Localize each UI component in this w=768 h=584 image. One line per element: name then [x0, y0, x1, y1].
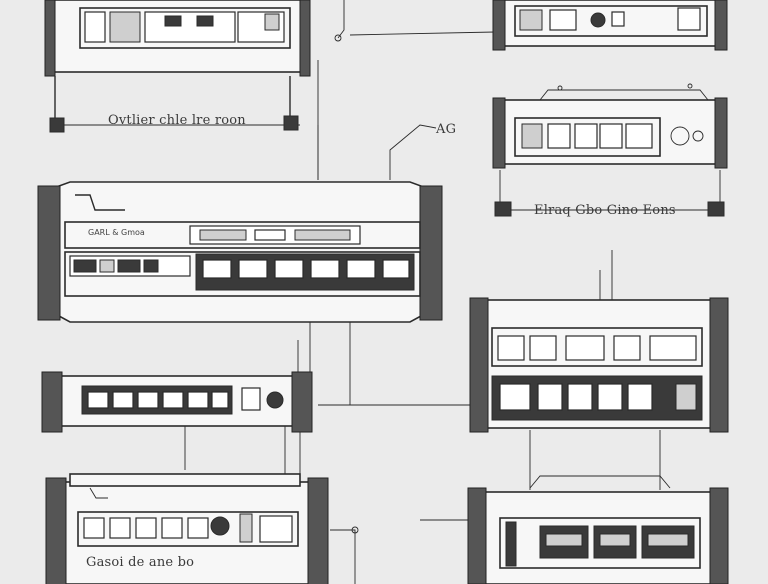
- router-top-left: [44, 0, 311, 133]
- bottom-left-caption: Gasoi de ane bo: [86, 555, 194, 570]
- router-top-right: [492, 0, 728, 51]
- appliance-bottom-left: [45, 473, 329, 584]
- connection-lines: [184, 0, 721, 584]
- switch-center-large: [37, 181, 443, 323]
- right-caption: Elraq Gbo Gino Eons: [534, 203, 676, 218]
- center-panel-text: GARL & Gmoa: [88, 228, 145, 237]
- patch-panel-left: [41, 371, 313, 433]
- switch-right: [492, 83, 728, 217]
- appliance-right-middle: [469, 297, 729, 433]
- connector-tag: AG: [435, 122, 456, 137]
- top-left-caption: Ovtlier chle lre roon: [108, 113, 246, 128]
- rack-bottom-right: [467, 475, 729, 584]
